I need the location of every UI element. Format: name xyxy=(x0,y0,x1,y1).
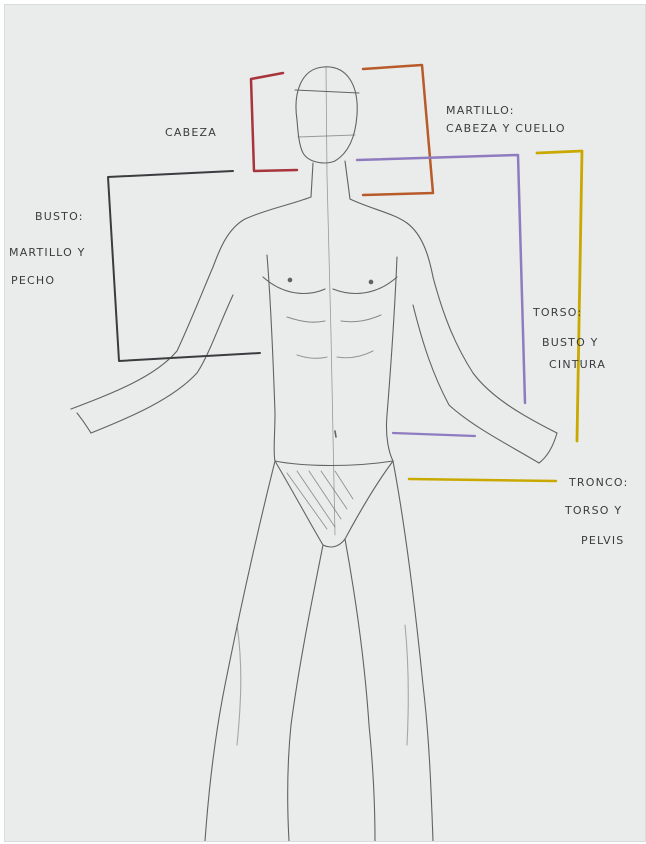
label-cabeza: CABEZA xyxy=(165,127,217,138)
label-torso-line1: BUSTO Y xyxy=(542,337,599,348)
tronco-bracket-bottom xyxy=(409,479,556,481)
human-figure xyxy=(71,67,557,841)
label-tronco-line1: TORSO Y xyxy=(565,505,622,516)
torso-bracket xyxy=(357,155,525,403)
label-busto-line2: PECHO xyxy=(11,275,55,286)
label-busto-line1: MARTILLO Y xyxy=(9,247,86,258)
torso-bracket-bottom xyxy=(393,433,475,436)
label-tronco-line2: PELVIS xyxy=(581,535,624,546)
busto-bracket xyxy=(108,171,260,361)
martillo-bracket xyxy=(363,65,433,195)
label-tronco-title: TRONCO: xyxy=(569,477,629,488)
label-martillo-desc: CABEZA Y CUELLO xyxy=(446,123,566,134)
label-martillo-title: MARTILLO: xyxy=(446,105,515,116)
tronco-bracket xyxy=(537,151,582,441)
label-torso-title: TORSO: xyxy=(533,307,582,318)
cabeza-bracket xyxy=(251,73,297,171)
label-busto-title: BUSTO: xyxy=(35,211,84,222)
sketch-paper: CABEZA MARTILLO: CABEZA Y CUELLO BUSTO: … xyxy=(4,4,646,842)
label-torso-line2: CINTURA xyxy=(549,359,606,370)
